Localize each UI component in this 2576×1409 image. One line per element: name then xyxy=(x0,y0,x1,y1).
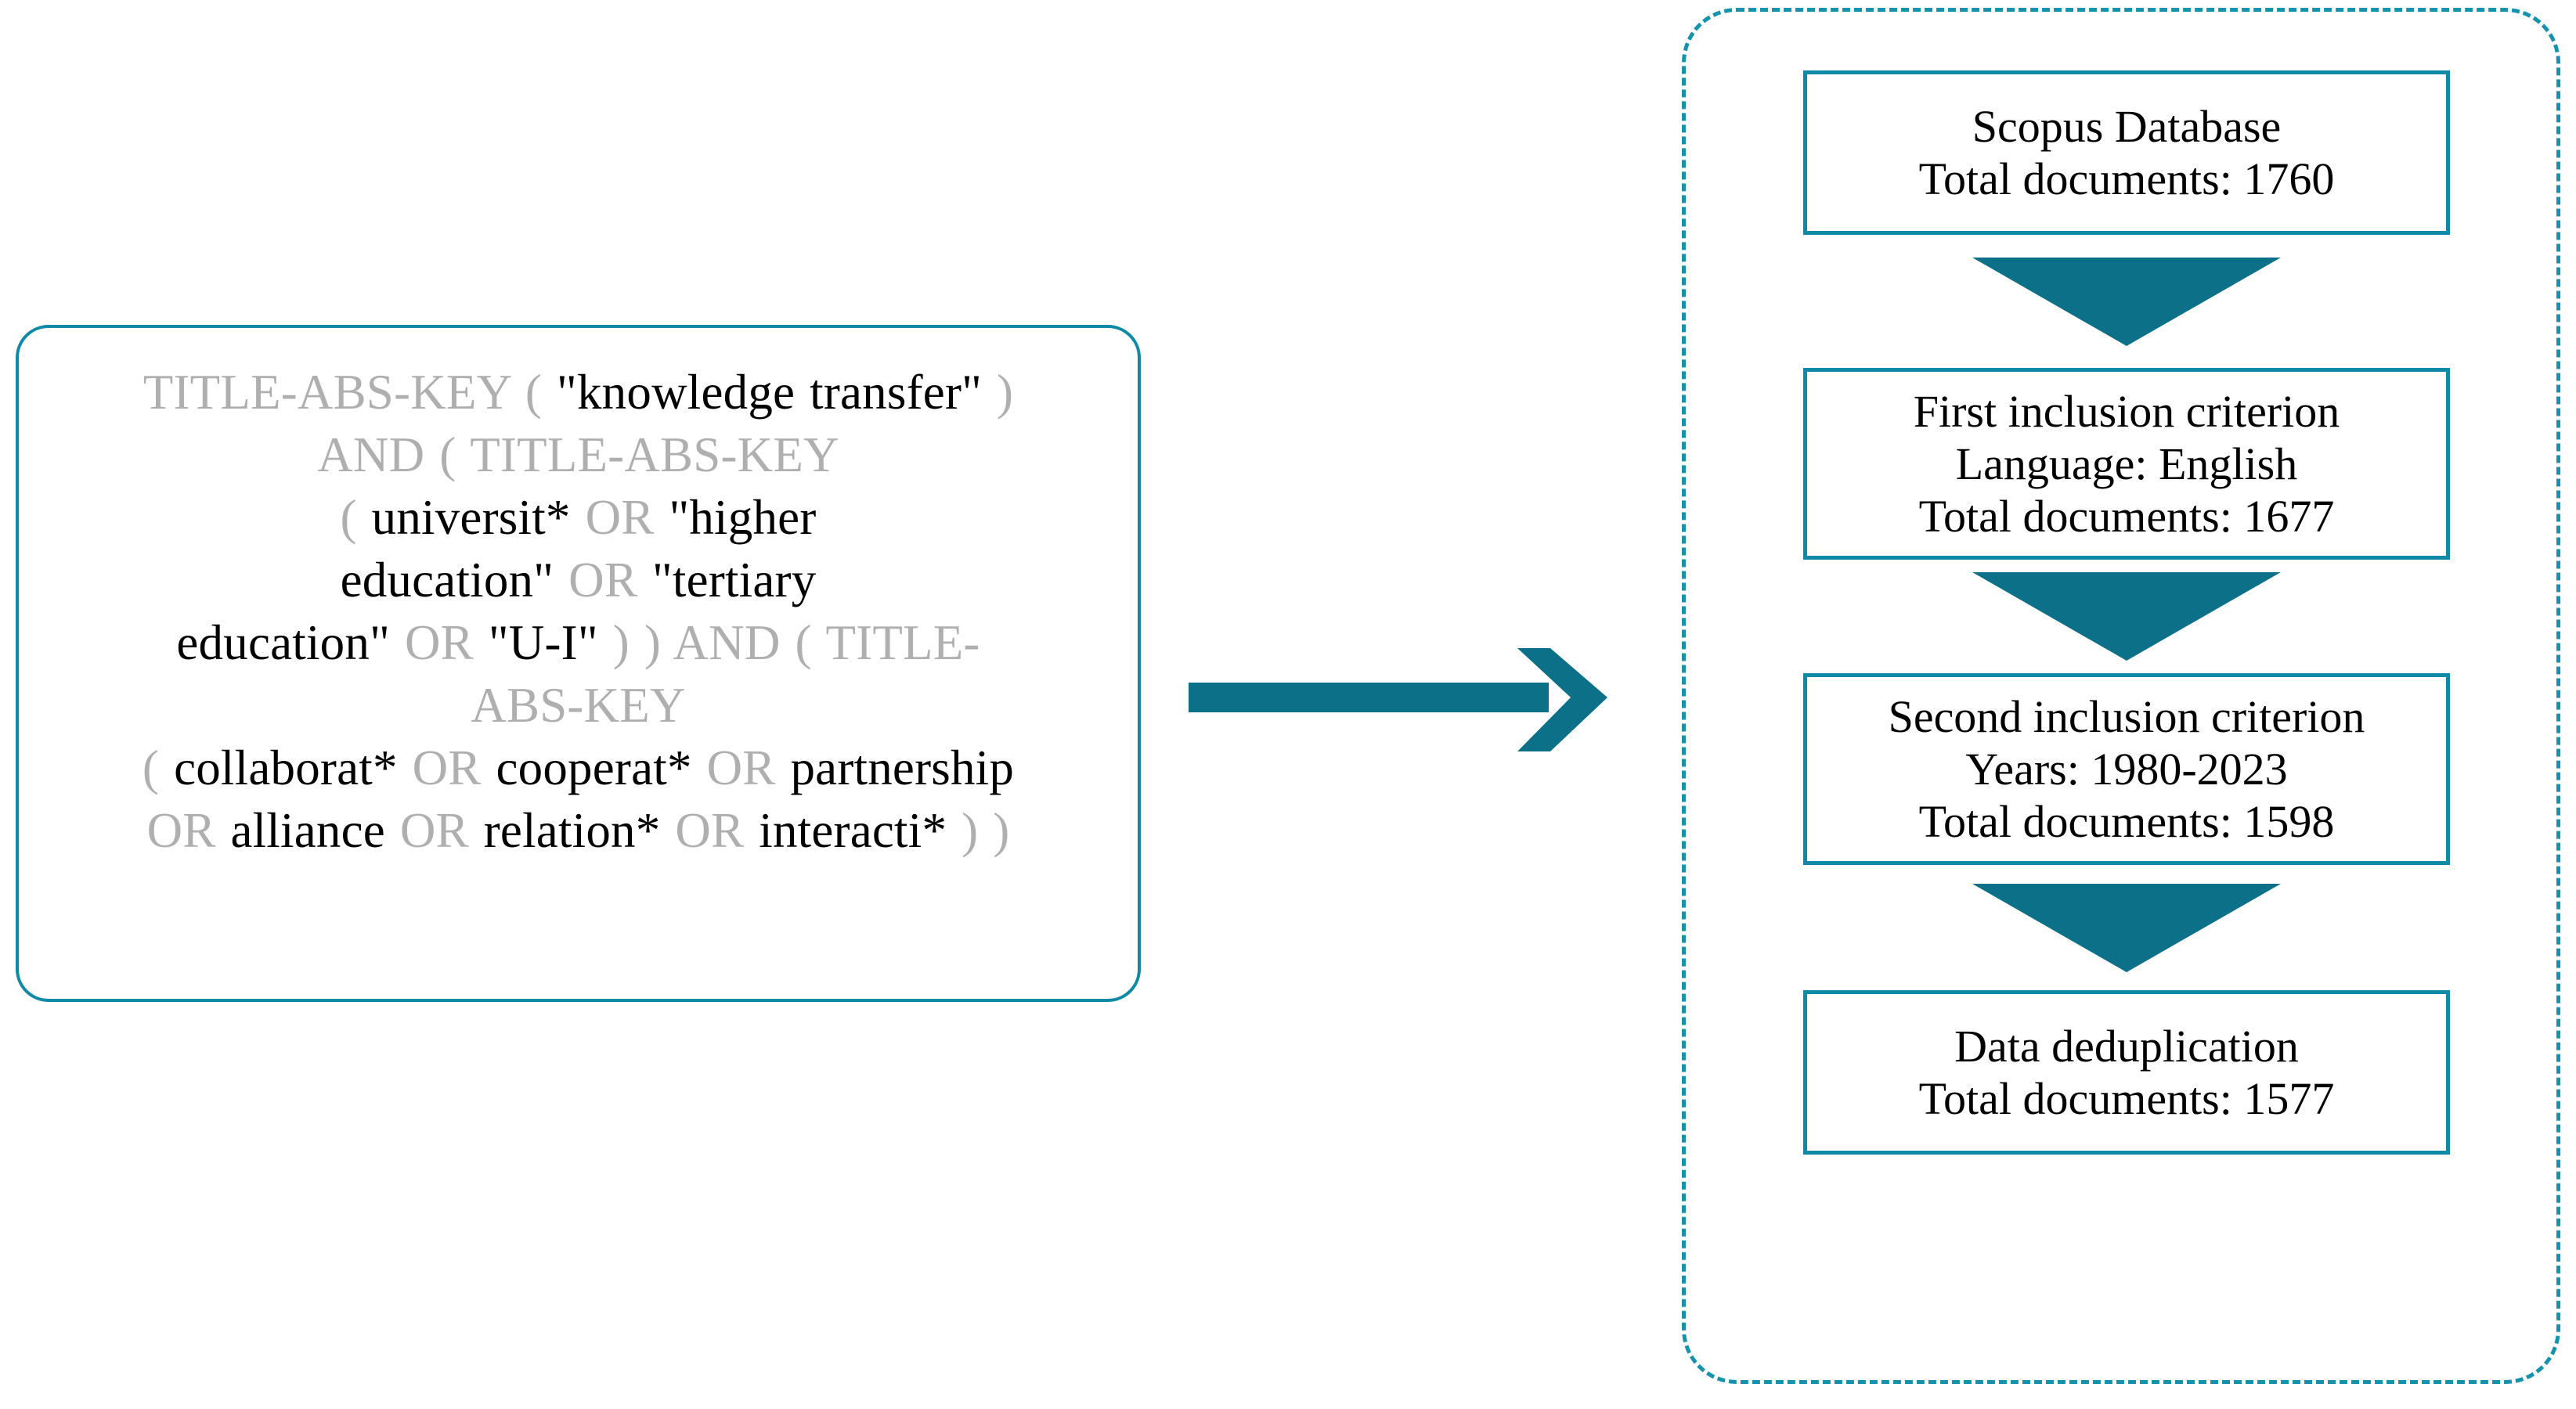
flow-box-detail: Total documents: 1577 xyxy=(1918,1073,2335,1124)
flow-box-title: First inclusion criterion xyxy=(1913,385,2340,437)
query-line: ABS-KEY xyxy=(42,674,1114,737)
query-operator-token: ) ) xyxy=(961,803,1010,858)
query-term-token: "higher xyxy=(669,490,817,545)
flow-box-detail: Language: English xyxy=(1955,438,2298,489)
query-line: ( collaborat* OR cooperat* OR partnershi… xyxy=(42,737,1114,799)
flow-box-detail: Total documents: 1760 xyxy=(1918,153,2335,204)
flow-box-title: Second inclusion criterion xyxy=(1888,690,2365,742)
query-operator-token: ( xyxy=(340,490,357,545)
query-operator-token: OR xyxy=(675,803,745,858)
query-term-token: education" xyxy=(340,553,554,607)
scopus-query-panel: TITLE-ABS-KEY ( "knowledge transfer" )AN… xyxy=(16,325,1141,1002)
query-operator-token: ) xyxy=(997,365,1014,420)
query-term-token: collaborat* xyxy=(174,741,398,795)
query-operator-token: OR xyxy=(568,553,638,607)
query-line: education" OR "tertiary xyxy=(42,549,1114,611)
flow-box-detail: Total documents: 1598 xyxy=(1918,796,2335,848)
query-operator-token: OR xyxy=(146,803,216,858)
query-term-token: universit* xyxy=(371,490,571,545)
query-term-token: alliance xyxy=(230,803,385,858)
query-term-token: interacti* xyxy=(759,803,947,858)
query-operator-token: OR xyxy=(404,615,474,670)
query-term-token: "knowledge transfer" xyxy=(557,365,983,420)
query-term-token: "tertiary xyxy=(652,553,817,607)
down-triangle-icon xyxy=(1972,257,2281,346)
query-operator-token: OR xyxy=(399,803,469,858)
query-term-token: "U-I" xyxy=(488,615,598,670)
query-operator-token: OR xyxy=(706,741,776,795)
flow-box-title: Scopus Database xyxy=(1972,100,2282,152)
down-triangle-icon xyxy=(1972,883,2281,972)
flow-connector-2 xyxy=(1803,560,2450,673)
query-line: OR alliance OR relation* OR interacti* )… xyxy=(42,799,1114,862)
flow-connector-1 xyxy=(1803,235,2450,368)
scopus-query-text: TITLE-ABS-KEY ( "knowledge transfer" )AN… xyxy=(42,361,1114,862)
query-line: AND ( TITLE-ABS-KEY xyxy=(42,423,1114,486)
query-operator-token: AND ( TITLE-ABS-KEY xyxy=(317,427,839,482)
flow-box-detail: Years: 1980-2023 xyxy=(1965,743,2288,795)
query-line: TITLE-ABS-KEY ( "knowledge transfer" ) xyxy=(42,361,1114,423)
down-triangle-icon xyxy=(1972,572,2281,661)
selection-process-container xyxy=(1682,8,2560,1384)
query-operator-token: ABS-KEY xyxy=(471,678,686,733)
query-operator-token: ( xyxy=(142,741,160,795)
query-term-token: education" xyxy=(176,615,391,670)
query-line: education" OR "U-I" ) ) AND ( TITLE- xyxy=(42,611,1114,674)
right-arrow-icon xyxy=(1181,642,1619,759)
query-operator-token: OR xyxy=(585,490,655,545)
query-line: ( universit* OR "higher xyxy=(42,486,1114,549)
query-operator-token: OR xyxy=(412,741,482,795)
query-term-token: cooperat* xyxy=(496,741,692,795)
query-term-token: partnership xyxy=(790,741,1015,795)
query-term-token: relation* xyxy=(483,803,661,858)
flow-box-detail: Total documents: 1677 xyxy=(1918,491,2335,542)
flow-connector-3 xyxy=(1803,865,2450,990)
query-operator-token: ) ) AND ( TITLE- xyxy=(612,615,980,670)
query-operator-token: TITLE-ABS-KEY ( xyxy=(143,365,543,420)
flow-box-title: Data deduplication xyxy=(1954,1020,2299,1072)
